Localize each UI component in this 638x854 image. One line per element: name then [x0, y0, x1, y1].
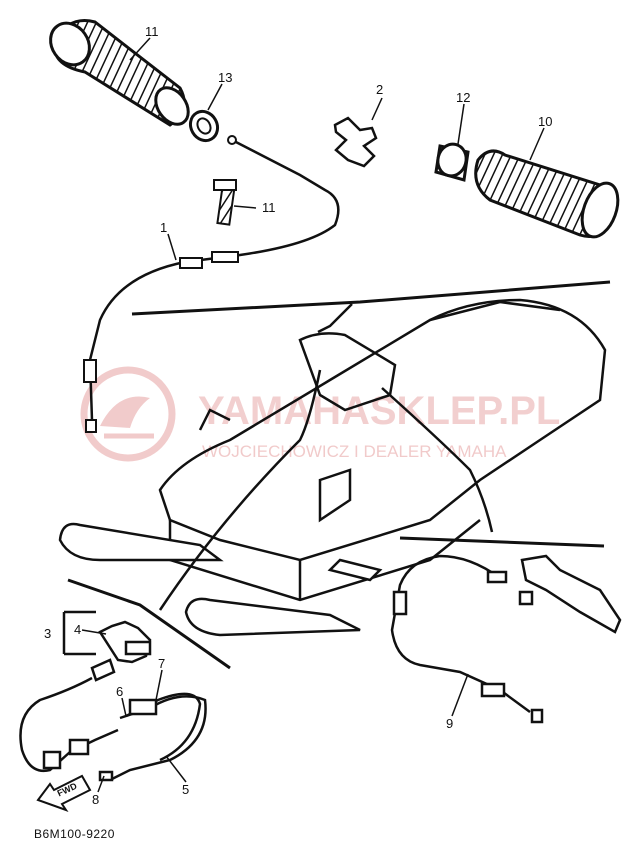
brake-lever — [520, 554, 622, 634]
watermark-logo-icon — [80, 366, 176, 462]
watermark: YAMAHASKLEP.PL WOJCIECHOWICZ I DEALER YA… — [80, 366, 560, 462]
right-ski — [184, 597, 361, 637]
callout-12: 12 — [456, 90, 470, 105]
separator-line-top — [131, 280, 611, 316]
lead-wires — [19, 676, 207, 782]
forward-arrow-icon: FWD — [36, 774, 92, 812]
grip-collar-13 — [188, 109, 220, 143]
callout-8: 8 — [92, 792, 99, 807]
callout-5: 5 — [182, 782, 189, 797]
watermark-title: YAMAHASKLEP.PL — [198, 389, 560, 433]
callout-7: 7 — [158, 656, 165, 671]
callout-10-left: 11 — [145, 24, 159, 39]
callout-13: 13 — [218, 70, 232, 85]
switch-assembly-3 — [62, 610, 152, 682]
callout-4: 4 — [74, 622, 81, 637]
right-grip — [474, 149, 620, 239]
left-grip — [49, 19, 190, 127]
routing-lines — [158, 303, 494, 611]
left-ski — [58, 522, 224, 562]
callout-11: 11 — [262, 200, 276, 215]
grip-collar-12 — [434, 142, 470, 182]
brake-cable-9 — [390, 554, 544, 724]
diagram-code: B6M100-9220 — [34, 827, 115, 841]
separator-line-right — [399, 536, 605, 548]
separator-line-left — [67, 578, 231, 670]
callout-1: 1 — [160, 220, 167, 235]
leader-lines — [81, 37, 545, 793]
bolt-11 — [213, 179, 237, 226]
throttle-cable-1 — [83, 135, 340, 433]
cable-clip-2 — [333, 116, 378, 168]
callout-2: 2 — [376, 82, 383, 97]
callout-10-right: 10 — [538, 114, 552, 129]
watermark-subtitle: WOJCIECHOWICZ I DEALER YAMAHA — [202, 442, 507, 461]
callout-3: 3 — [44, 626, 51, 641]
callout-6: 6 — [116, 684, 123, 699]
callout-9: 9 — [446, 716, 453, 731]
